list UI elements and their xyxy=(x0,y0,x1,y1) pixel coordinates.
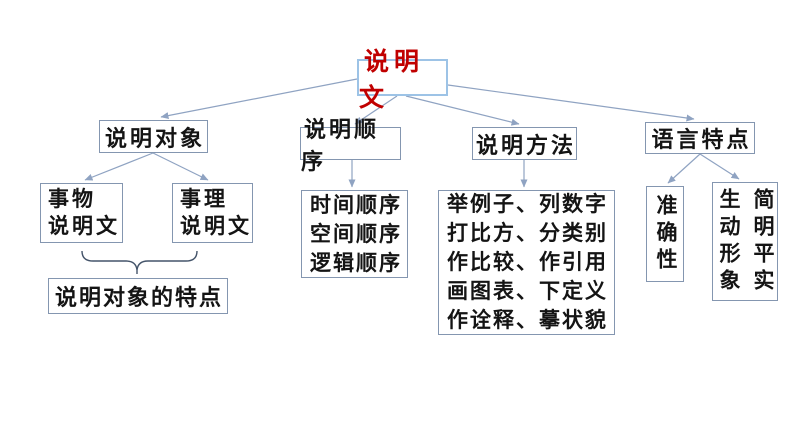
node-method-list: 举例子、列数字 打比方、分类别 作比较、作引用 画图表、下定义 作诠释、摹状貌 xyxy=(438,190,615,335)
edge-root-to-language xyxy=(447,84,695,122)
node-object-features: 说明对象的特点 xyxy=(48,278,228,314)
order-item-logic: 逻辑顺序 xyxy=(310,251,402,275)
node-principle-expository-line2: 说明文 xyxy=(180,215,252,238)
node-style-vivid: 生动形象 xyxy=(717,187,740,296)
node-thing-expository-line1: 事物 xyxy=(48,188,96,211)
node-order: 说明顺序 xyxy=(300,117,401,174)
node-style: 生动形象 简明平实 xyxy=(712,182,778,301)
edge-language-to-style xyxy=(699,153,740,180)
node-object-features-label: 说明对象的特点 xyxy=(54,285,223,310)
node-order-list: 时间顺序 空间顺序 逻辑顺序 xyxy=(301,190,408,278)
node-style-plain: 简明平实 xyxy=(751,187,774,296)
node-method-label: 说明方法 xyxy=(476,132,577,158)
method-item-row1: 举例子、列数字 xyxy=(447,193,608,216)
edge-language-to-accuracy xyxy=(667,153,701,184)
node-accuracy-label: 准确性 xyxy=(654,193,677,275)
method-item-row3: 作比较、作引用 xyxy=(447,251,608,274)
node-language-label: 语言特点 xyxy=(651,127,752,152)
node-language: 语言特点 xyxy=(645,122,755,154)
node-root: 说明文 xyxy=(357,48,448,112)
node-principle-expository: 事理 说明文 xyxy=(172,183,253,243)
node-order-label: 说明顺序 xyxy=(301,116,380,174)
node-accuracy: 准确性 xyxy=(646,186,684,282)
node-root-label: 说明文 xyxy=(359,47,425,112)
edge-object-to-shiwu xyxy=(84,152,154,181)
order-item-time: 时间顺序 xyxy=(310,193,402,217)
node-method: 说明方法 xyxy=(472,127,577,160)
node-thing-expository-line2: 说明文 xyxy=(48,215,120,238)
node-principle-expository-line1: 事理 xyxy=(180,188,228,211)
node-thing-expository: 事物 说明文 xyxy=(40,183,123,243)
method-item-row5: 作诠释、摹状貌 xyxy=(447,309,608,332)
node-object: 说明对象 xyxy=(99,120,208,153)
node-object-label: 说明对象 xyxy=(104,125,205,151)
order-item-space: 空间顺序 xyxy=(310,222,402,246)
brace-under-object-children xyxy=(81,250,198,274)
edge-object-to-shili xyxy=(152,152,209,181)
method-item-row2: 打比方、分类别 xyxy=(447,222,608,245)
method-item-row4: 画图表、下定义 xyxy=(447,280,608,303)
